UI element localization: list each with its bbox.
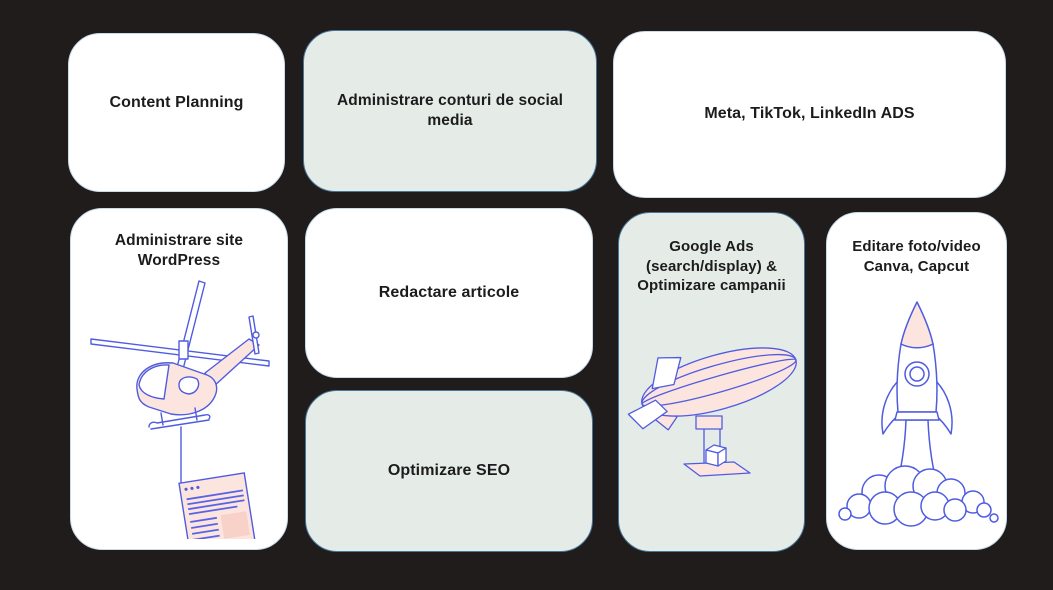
rocket-illustration	[837, 301, 999, 527]
card-label: Editare foto/video Canva, Capcut	[852, 238, 981, 275]
blimp-illustration	[627, 346, 797, 477]
card-editare-foto-video: Editare foto/video Canva, Capcut	[826, 212, 1007, 550]
card-social-media: Administrare conturi de social media	[303, 30, 597, 192]
card-optimizare-seo: Optimizare SEO	[305, 390, 593, 552]
card-content-planning: Content Planning	[68, 33, 285, 192]
card-label: Google Ads (search/display) & Optimizare…	[637, 238, 786, 294]
card-label: Meta, TikTok, LinkedIn ADS	[704, 105, 915, 123]
card-label: Optimizare SEO	[387, 461, 511, 479]
card-label: Redactare articole	[378, 283, 520, 301]
card-label: Administrare conturi de social media	[336, 91, 564, 129]
card-redactare-articole: Redactare articole	[305, 208, 593, 378]
card-wordpress: Administrare site WordPress	[70, 208, 288, 550]
helicopter-webpage-illustration	[90, 280, 270, 540]
card-meta-tiktok-linkedin-ads: Meta, TikTok, LinkedIn ADS	[613, 31, 1006, 198]
card-label: Content Planning	[109, 94, 244, 112]
card-label: Administrare site WordPress	[114, 232, 244, 270]
card-google-ads: Google Ads (search/display) & Optimizare…	[618, 212, 805, 552]
